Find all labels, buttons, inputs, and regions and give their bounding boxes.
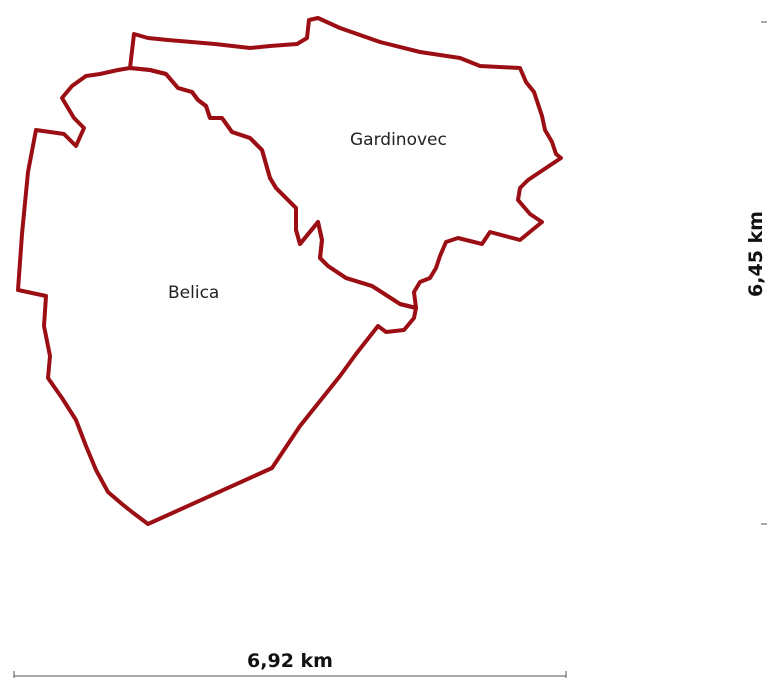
belica-boundary	[16, 66, 418, 526]
gardinovec-label: Gardinovec	[350, 130, 447, 150]
horizontal-scale-label: 6,92 km	[247, 650, 333, 672]
horizontal-scale-bar: 6,92 km	[13, 650, 567, 678]
belica-label: Belica	[168, 283, 219, 303]
vertical-scale-label: 6,45 km	[745, 211, 767, 297]
gardinovec-boundary	[128, 16, 563, 310]
vertical-scale-bar: 6,45 km	[745, 21, 767, 525]
